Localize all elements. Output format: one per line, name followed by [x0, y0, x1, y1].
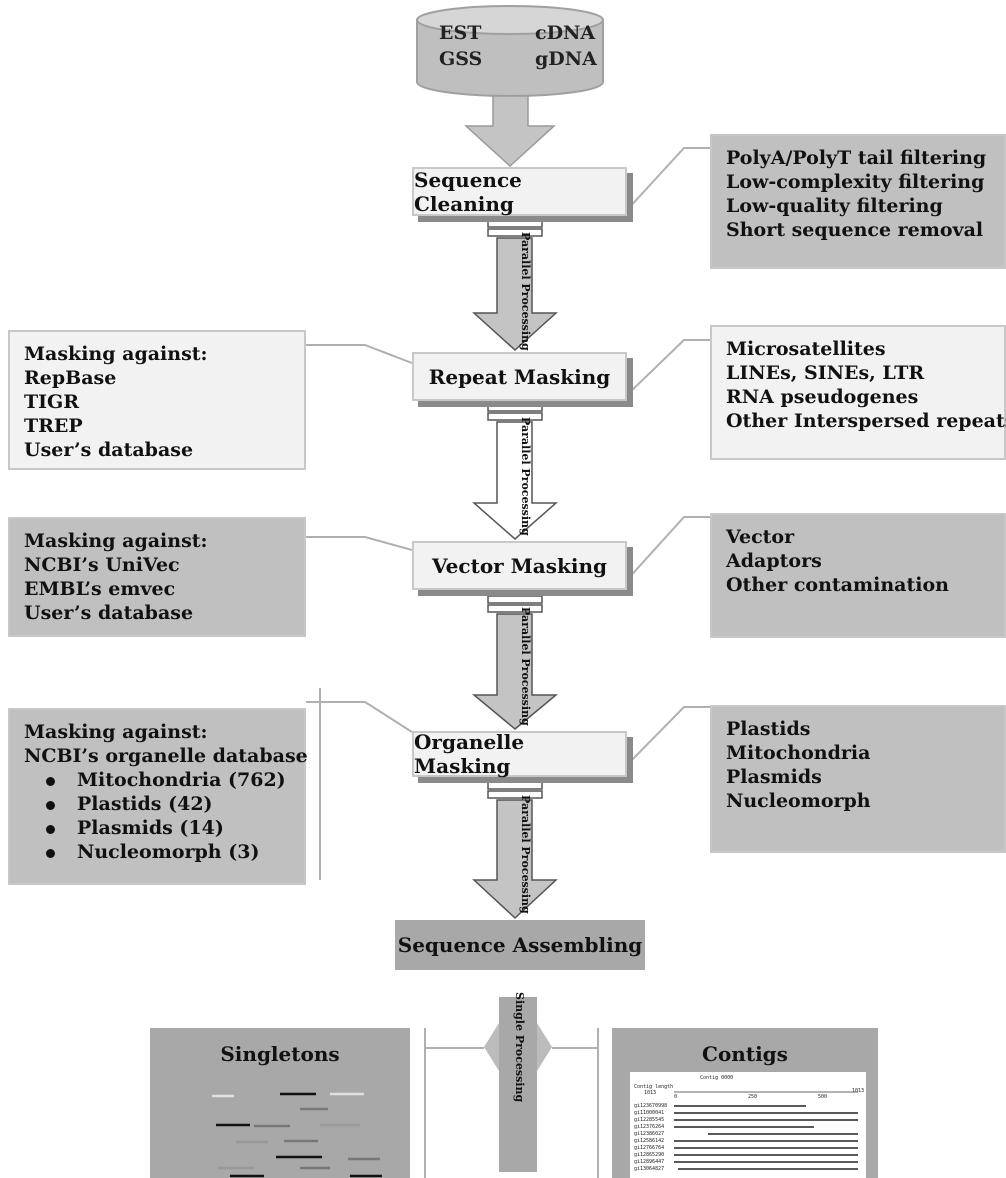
contigs-title: Contigs: [702, 1042, 788, 1066]
step-vector-masking: Vector Masking: [412, 541, 627, 590]
repeat-details-box: Microsatellites LINEs, SINEs, LTR RNA ps…: [710, 325, 1006, 460]
contig-read-id: gi123670998: [634, 1103, 668, 1109]
contig-read-id: gi12586142: [634, 1138, 665, 1144]
single-processing-arrow: [484, 997, 552, 1172]
contig-read-id: gi12386027: [634, 1131, 665, 1137]
organelle-detail: Nucleomorph: [726, 790, 871, 812]
singleton-reads-graphic: [212, 1092, 382, 1178]
step-sequence-assembling: Sequence Assembling: [395, 920, 645, 970]
repeat-detail: RNA pseudogenes: [726, 386, 919, 408]
contig-read-id: gi12285545: [634, 1117, 665, 1123]
organelle-db-line: NCBI’s organelle database: [24, 745, 308, 767]
parallel-arrow-2: [472, 403, 558, 540]
repeat-database-box: Masking against: RepBase TIGR TREP User’…: [8, 330, 306, 470]
repeat-db-line: Masking against:: [24, 343, 208, 365]
vector-detail: Adaptors: [726, 550, 822, 572]
database-label-gdna: gDNA: [535, 48, 597, 70]
database-cylinder: [416, 5, 604, 97]
organelle-detail: Mitochondria: [726, 742, 871, 764]
parallel-processing-label-2: Parallel Processing: [519, 417, 532, 536]
database-label-gss: GSS: [439, 48, 483, 70]
connector-lines: [306, 147, 710, 1178]
contig-read-id: gi12865290: [634, 1152, 665, 1158]
cleaning-detail: Low-complexity filtering: [726, 171, 985, 193]
organelle-db-line: Masking against:: [24, 721, 208, 743]
cleaning-detail: PolyA/PolyT tail filtering: [726, 147, 987, 169]
contigs-panel: Contigs Contig 0000 Contig length 1013 0…: [612, 1028, 878, 1178]
vector-db-line: Masking against:: [24, 530, 208, 552]
contig-read-id: gi13064827: [634, 1166, 665, 1172]
parallel-processing-label-3: Parallel Processing: [519, 607, 532, 726]
cleaning-detail: Low-quality filtering: [726, 195, 943, 217]
repeat-db-line: User’s database: [24, 439, 194, 461]
bullet-icon: [46, 824, 55, 834]
vector-db-line: EMBL’s emvec: [24, 578, 176, 600]
vector-db-line: NCBI’s UniVec: [24, 554, 180, 576]
repeat-detail: Other Interspersed repeats: [726, 410, 1006, 432]
organelle-detail: Plasmids: [726, 766, 822, 788]
vector-detail: Other contamination: [726, 574, 949, 596]
organelle-db-bullet: Plastids (42): [24, 792, 290, 816]
repeat-db-line: RepBase: [24, 367, 117, 389]
db-arrow: [464, 95, 556, 168]
cleaning-details-box: PolyA/PolyT tail filtering Low-complexit…: [710, 134, 1006, 269]
contig-reads-graphic: [674, 1091, 858, 1170]
singletons-panel: Singletons: [150, 1028, 410, 1178]
contig-read-id: gi12766764: [634, 1145, 665, 1151]
contig-tick-0: 0: [674, 1094, 678, 1100]
organelle-db-bullet: Nucleomorph (3): [24, 840, 290, 864]
contig-read-id: gi11000041: [634, 1110, 665, 1116]
organelle-database-box: Masking against: NCBI’s organelle databa…: [8, 708, 308, 885]
step-organelle-masking: Organelle Masking: [412, 730, 627, 778]
repeat-detail: Microsatellites: [726, 338, 886, 360]
step-sequence-cleaning: Sequence Cleaning: [412, 167, 627, 216]
vector-database-box: Masking against: NCBI’s UniVec EMBL’s em…: [8, 517, 306, 637]
database-label-est: EST: [439, 22, 482, 44]
bullet-icon: [46, 848, 55, 858]
vector-detail: Vector: [726, 526, 795, 548]
repeat-db-line: TIGR: [24, 391, 80, 413]
parallel-arrow-4: [472, 781, 558, 920]
singletons-title: Singletons: [220, 1042, 340, 1066]
bullet-icon: [46, 800, 55, 810]
step-repeat-masking: Repeat Masking: [412, 352, 627, 401]
contig-length-value: 1013: [644, 1090, 657, 1096]
contig-tick-250: 250: [748, 1094, 758, 1100]
vector-db-line: User’s database: [24, 602, 194, 624]
parallel-arrow-3: [471, 595, 559, 730]
organelle-details-box: Plastids Mitochondria Plasmids Nucleomor…: [710, 705, 1006, 853]
single-processing-label: Single Processing: [513, 992, 526, 1103]
contig-tick-500: 500: [818, 1094, 828, 1100]
contig-alignment-view: Contig 0000 Contig length 1013 0 250 500…: [630, 1072, 866, 1178]
parallel-arrow-1: [472, 219, 558, 352]
organelle-db-bullet: Plasmids (14): [24, 816, 290, 840]
contig-tick-end: 1013: [852, 1088, 865, 1094]
cleaning-detail: Short sequence removal: [726, 219, 984, 241]
contig-read-id: gi12896447: [634, 1159, 665, 1165]
parallel-processing-label-4: Parallel Processing: [519, 795, 532, 914]
contig-length-label: Contig length: [634, 1084, 674, 1090]
repeat-detail: LINEs, SINEs, LTR: [726, 362, 925, 384]
database-label-cdna: cDNA: [535, 22, 596, 44]
organelle-detail: Plastids: [726, 718, 811, 740]
parallel-processing-label-1: Parallel Processing: [519, 232, 532, 351]
organelle-db-bullet: Mitochondria (762): [24, 768, 290, 792]
repeat-db-line: TREP: [24, 415, 83, 437]
bullet-icon: [46, 776, 55, 786]
vector-details-box: Vector Adaptors Other contamination: [710, 513, 1006, 638]
contig-read-id: gi12376264: [634, 1124, 665, 1130]
contig-header: Contig 0000: [700, 1075, 734, 1081]
